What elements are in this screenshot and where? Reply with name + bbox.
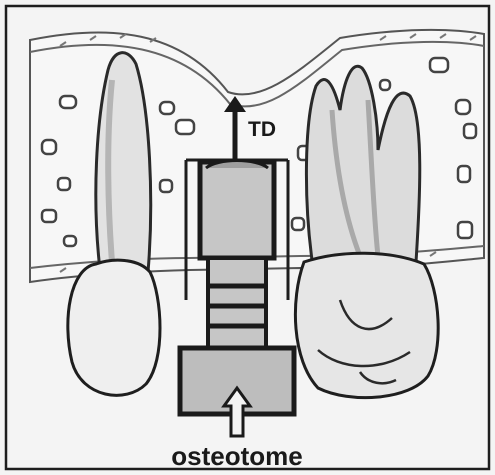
trabecula [42, 210, 56, 222]
trabecula [60, 96, 76, 108]
trabecula [464, 124, 476, 138]
trabecula [160, 180, 172, 192]
trabecula [430, 58, 448, 72]
right-molar-roots [306, 66, 419, 262]
trabecula [64, 236, 76, 246]
trabecula [176, 120, 194, 134]
trabecula [58, 178, 70, 190]
trabecula [292, 218, 304, 230]
trabecula [42, 140, 56, 154]
trabecula [458, 166, 470, 182]
trabecula [160, 102, 174, 114]
left-tooth-root [96, 53, 151, 272]
td-label: TD [248, 118, 276, 141]
osteotome-shaft [208, 258, 266, 348]
trabecula [458, 222, 472, 238]
right-molar-crown [295, 253, 438, 397]
trabecula [380, 80, 390, 90]
left-tooth-crown [68, 260, 160, 395]
trabecula [456, 100, 470, 114]
osteotome-label: osteotome [171, 441, 302, 471]
osteotome-tip [200, 162, 274, 258]
